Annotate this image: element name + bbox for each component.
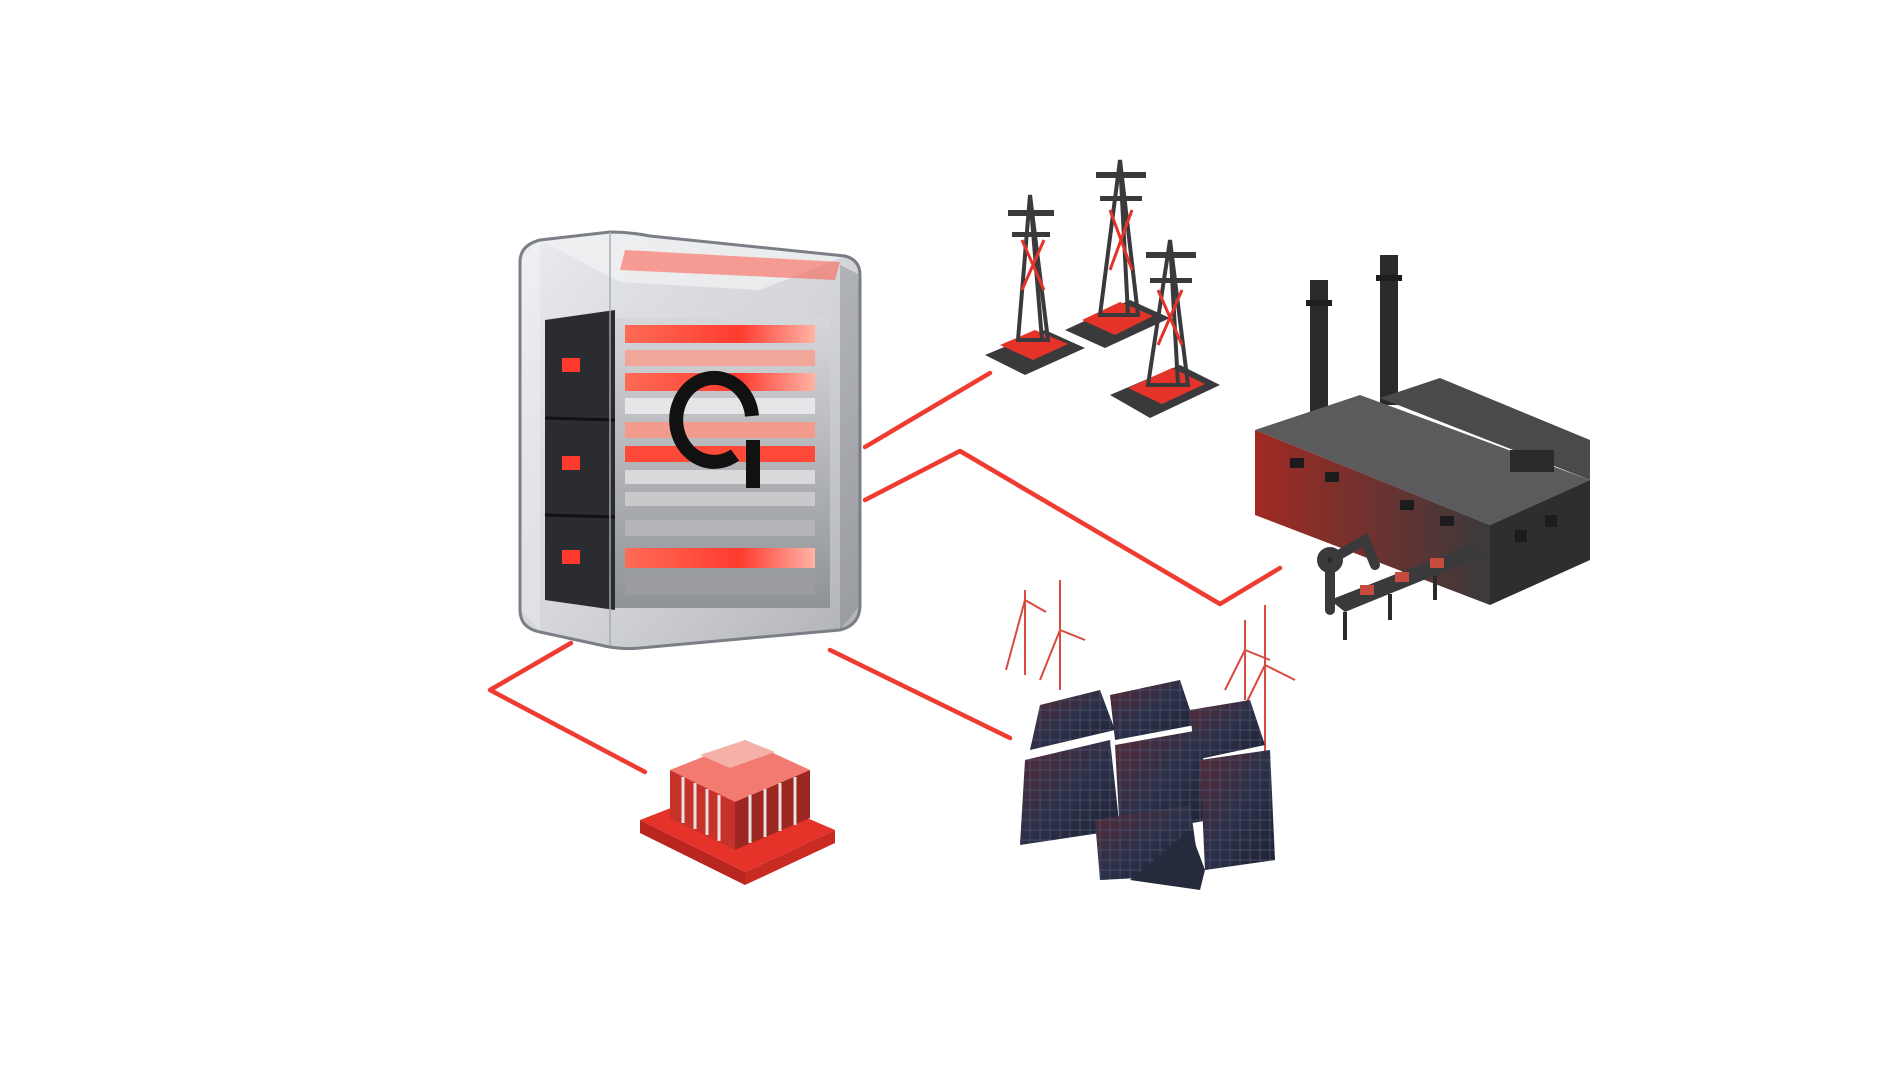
connector-cabinet-to-solar xyxy=(827,647,1013,741)
transmission-towers xyxy=(985,159,1220,418)
solar-farm xyxy=(1005,580,1296,890)
connector-cabinet-to-module xyxy=(487,640,648,775)
transmission-tower xyxy=(985,194,1085,375)
factory-conveyor xyxy=(1330,545,1485,640)
factory-chimney xyxy=(1310,280,1328,420)
transmission-tower xyxy=(1065,159,1170,348)
robot-arm xyxy=(1317,532,1380,615)
brand-logo-icon xyxy=(669,370,760,488)
wind-turbine xyxy=(1005,590,1047,675)
solar-panel xyxy=(1130,830,1205,890)
solar-panel xyxy=(1020,740,1120,845)
wind-turbine xyxy=(1224,620,1271,700)
connector-lines xyxy=(487,370,1283,775)
factory-chimney xyxy=(1380,255,1398,405)
solar-panel xyxy=(1200,750,1275,870)
connector-cabinet-to-towers xyxy=(862,370,993,450)
connector-cabinet-to-factory xyxy=(862,448,1283,607)
cabinet-left-rack xyxy=(544,310,616,610)
battery-module xyxy=(640,740,835,885)
wind-turbine xyxy=(1039,580,1086,690)
transmission-tower xyxy=(1110,239,1220,418)
battery-cabinet xyxy=(518,230,862,651)
factory xyxy=(1255,255,1590,640)
solar-panel xyxy=(1110,680,1195,740)
solar-panel xyxy=(1030,690,1115,750)
solar-panel xyxy=(1190,700,1265,760)
